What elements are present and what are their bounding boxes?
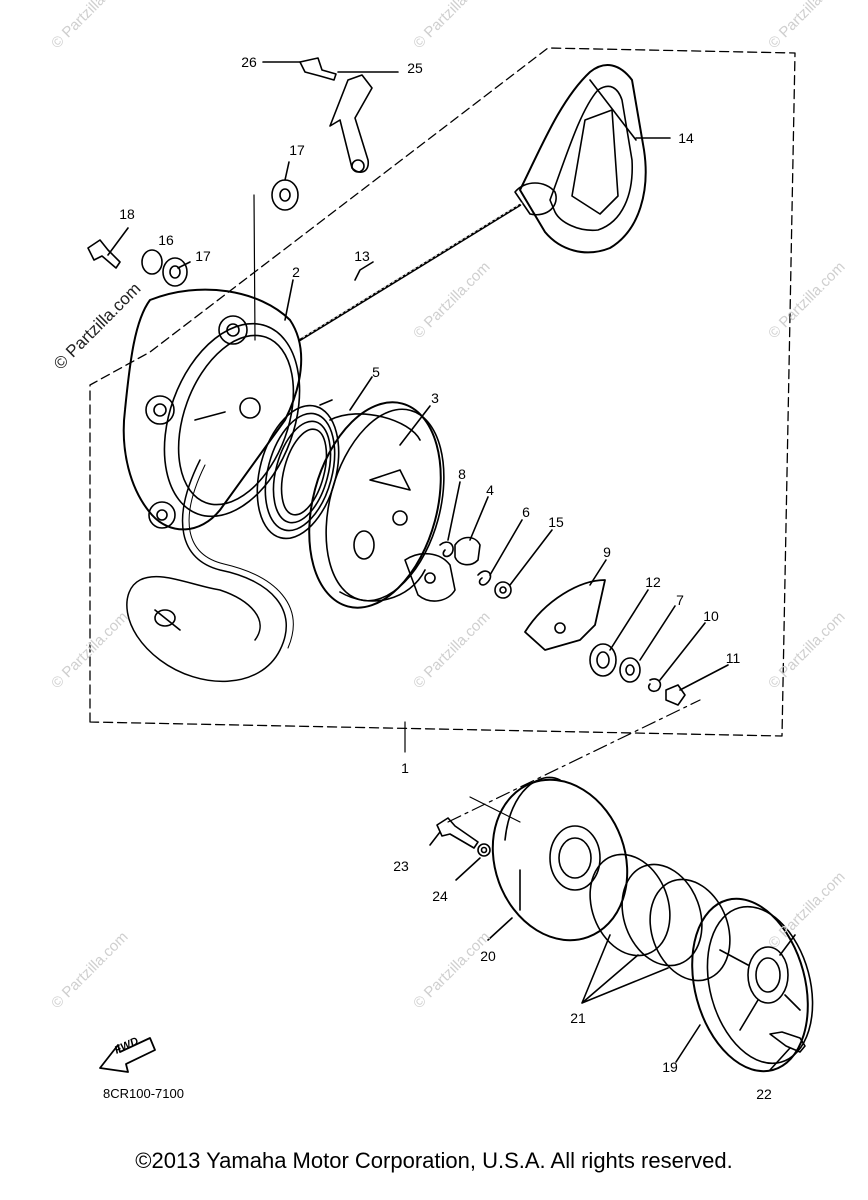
collar-16: [141, 249, 163, 275]
callout-16: 16: [158, 232, 174, 248]
callout-23: 23: [393, 858, 409, 874]
nut-11: [665, 684, 686, 706]
screw-22: [769, 1031, 806, 1053]
callout-9: 9: [603, 544, 611, 560]
callout-7: 7: [676, 592, 684, 608]
drive-hub: [491, 776, 629, 942]
callout-22: 22: [756, 1086, 772, 1102]
washer-15: [494, 581, 512, 599]
starter-rope: [298, 203, 522, 342]
bolt-23: [436, 817, 479, 849]
callout-18: 18: [119, 206, 135, 222]
callout-24: 24: [432, 888, 448, 904]
collar-17-left: [162, 257, 188, 287]
callout-12: 12: [645, 574, 661, 590]
fwd-arrow-icon: [99, 1037, 156, 1073]
bolt-18: [87, 239, 121, 269]
pawl-pin: [454, 536, 481, 566]
friction-plate: [524, 579, 606, 651]
washer-7: [619, 657, 641, 683]
callout-15: 15: [548, 514, 564, 530]
pawl: [404, 552, 456, 602]
callout-20: 20: [480, 948, 496, 964]
callout-8: 8: [458, 466, 466, 482]
plate-21b: [621, 863, 703, 967]
callout-13: 13: [354, 248, 370, 264]
callout-5: 5: [372, 364, 380, 380]
callout-10: 10: [703, 608, 719, 624]
callout-3: 3: [431, 390, 439, 406]
washer-24: [477, 843, 491, 857]
callout-4: 4: [486, 482, 494, 498]
assembly-outline: [89, 47, 796, 737]
callout-2: 2: [292, 264, 300, 280]
callout-17-left: 17: [195, 248, 211, 264]
collar-17-top: [271, 179, 299, 211]
plate-21a: [589, 853, 671, 957]
clip-10: [647, 678, 662, 693]
assembly-leader: [447, 699, 701, 823]
callout-17-top: 17: [289, 142, 305, 158]
callout-26: 26: [241, 54, 257, 70]
pawl-spring: [439, 541, 454, 558]
bolt-26: [299, 57, 337, 81]
callout-25: 25: [407, 60, 423, 76]
recoil-spring: [256, 399, 340, 540]
rope-coil: [126, 459, 287, 683]
callout-1: 1: [401, 760, 409, 776]
clutch-housing: [691, 897, 814, 1073]
starter-housing: [122, 288, 303, 531]
callout-11: 11: [725, 650, 741, 666]
callout-19: 19: [662, 1059, 678, 1075]
callout-14: 14: [678, 130, 694, 146]
spring-6: [477, 570, 492, 586]
copyright-notice: ©2013 Yamaha Motor Corporation, U.S.A. A…: [135, 1148, 733, 1173]
callout-6: 6: [522, 504, 530, 520]
callout-21: 21: [570, 1010, 586, 1026]
starter-handle: [514, 64, 647, 254]
bracket-25: [329, 74, 373, 173]
diagram-code: 8CR100-7100: [103, 1086, 184, 1101]
drive-plate: [308, 401, 445, 609]
spring-12: [589, 643, 617, 677]
